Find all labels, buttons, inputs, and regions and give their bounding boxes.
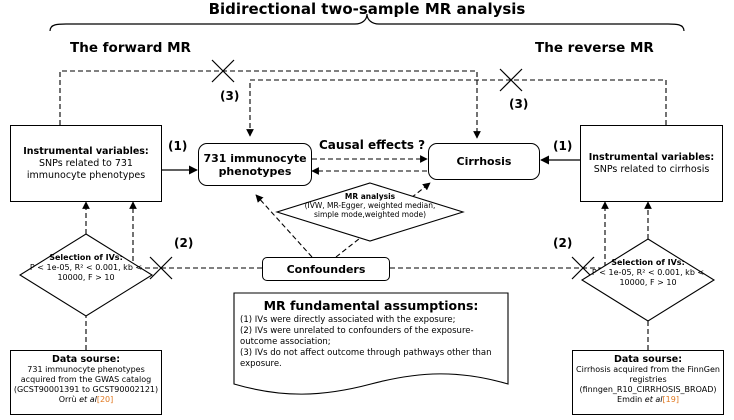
- forward-iv-box: Instrumental variables: SNPs related to …: [10, 125, 162, 202]
- exposure-box: 731 immunocyte phenotypes: [198, 143, 312, 186]
- confounders-box: Confounders: [262, 257, 390, 281]
- forward-iv-body: SNPs related to 731 immunocyte phenotype…: [26, 157, 146, 181]
- reverse-confounder-label: (2): [553, 236, 573, 250]
- reverse-data-box: Data sourse: Cirrhosis acquired from the…: [572, 350, 724, 415]
- mr-analysis-diamond: [275, 182, 465, 242]
- forward-iv-title: Instrumental variables:: [23, 145, 149, 157]
- reverse-data-body: Cirrhosis acquired from the FinnGen regi…: [576, 365, 720, 394]
- reverse-selection-title: Selection of IVs:: [611, 258, 685, 267]
- forward-confounder-label: (2): [174, 236, 194, 250]
- forward-iv-arrow-label: (1): [168, 139, 188, 153]
- reverse-iv-body: SNPs related to cirrhosis: [593, 163, 710, 175]
- outcome-box: Cirrhosis: [428, 143, 540, 180]
- reverse-citation: Emdin et al[19]: [617, 395, 679, 404]
- forward-selection-criteria: P < 1e-05, R² < 0.001, kb < 10000, F > 1…: [29, 263, 143, 282]
- forward-data-box: Data sourse: 731 immunocyte phenotypes a…: [10, 350, 162, 415]
- reverse-direct-cross: [499, 68, 523, 92]
- forward-direct-cross: [211, 59, 235, 83]
- forward-selection-text: Selection of IVs: P < 1e-05, R² < 0.001,…: [20, 253, 152, 283]
- mr-analysis-methods: (IVW, MR-Egger, weighted median, simple …: [304, 201, 436, 219]
- assumption-item-1: (1) IVs were directly associated with th…: [240, 315, 456, 325]
- assumption-item-2: (2) IVs were unrelated to confounders of…: [240, 326, 474, 347]
- mr-analysis-text: MR analysis (IVW, MR-Egger, weighted med…: [290, 192, 450, 219]
- assumptions-text: MR fundamental assumptions: (1) IVs were…: [240, 298, 502, 370]
- reverse-iv-title: Instrumental variables:: [588, 151, 715, 163]
- reverse-heading: The reverse MR: [535, 40, 654, 56]
- assumption-item-3: (3) IVs do not affect outcome through pa…: [240, 348, 492, 369]
- forward-confounder-cross: [149, 256, 173, 280]
- page-title: Bidirectional two-sample MR analysis: [208, 0, 526, 18]
- reverse-selection-criteria: P < 1e-05, R² < 0.001, kb < 10000, F > 1…: [591, 268, 705, 287]
- forward-direct-label: (3): [220, 89, 240, 103]
- forward-confounder-path: [129, 201, 262, 269]
- forward-direct-path: [59, 70, 481, 139]
- forward-citation: Orrù et al[20]: [58, 395, 114, 404]
- title-brace: [49, 13, 685, 32]
- confounder-to-exposure: [255, 194, 313, 258]
- causal-effects-label: Causal effects ?: [319, 138, 426, 152]
- assumptions-banner: [233, 292, 509, 395]
- assumptions-title: MR fundamental assumptions:: [263, 298, 479, 313]
- reverse-iv-arrow-label: (1): [553, 139, 573, 153]
- forward-data-title: Data sourse:: [51, 354, 121, 365]
- mr-analysis-title: MR analysis: [344, 192, 396, 201]
- reverse-data-title: Data sourse:: [613, 354, 683, 365]
- forward-data-body: 731 immunocyte phenotypes acquired from …: [13, 365, 159, 394]
- reverse-selection-text: Selection of IVs: P < 1e-05, R² < 0.001,…: [582, 258, 714, 288]
- forward-selection-title: Selection of IVs:: [49, 253, 123, 262]
- forward-heading: The forward MR: [70, 40, 191, 56]
- reverse-direct-path: [246, 79, 667, 137]
- reverse-iv-box: Instrumental variables: SNPs related to …: [580, 125, 723, 202]
- reverse-confounder-path: [390, 201, 609, 269]
- reverse-direct-label: (3): [509, 97, 529, 111]
